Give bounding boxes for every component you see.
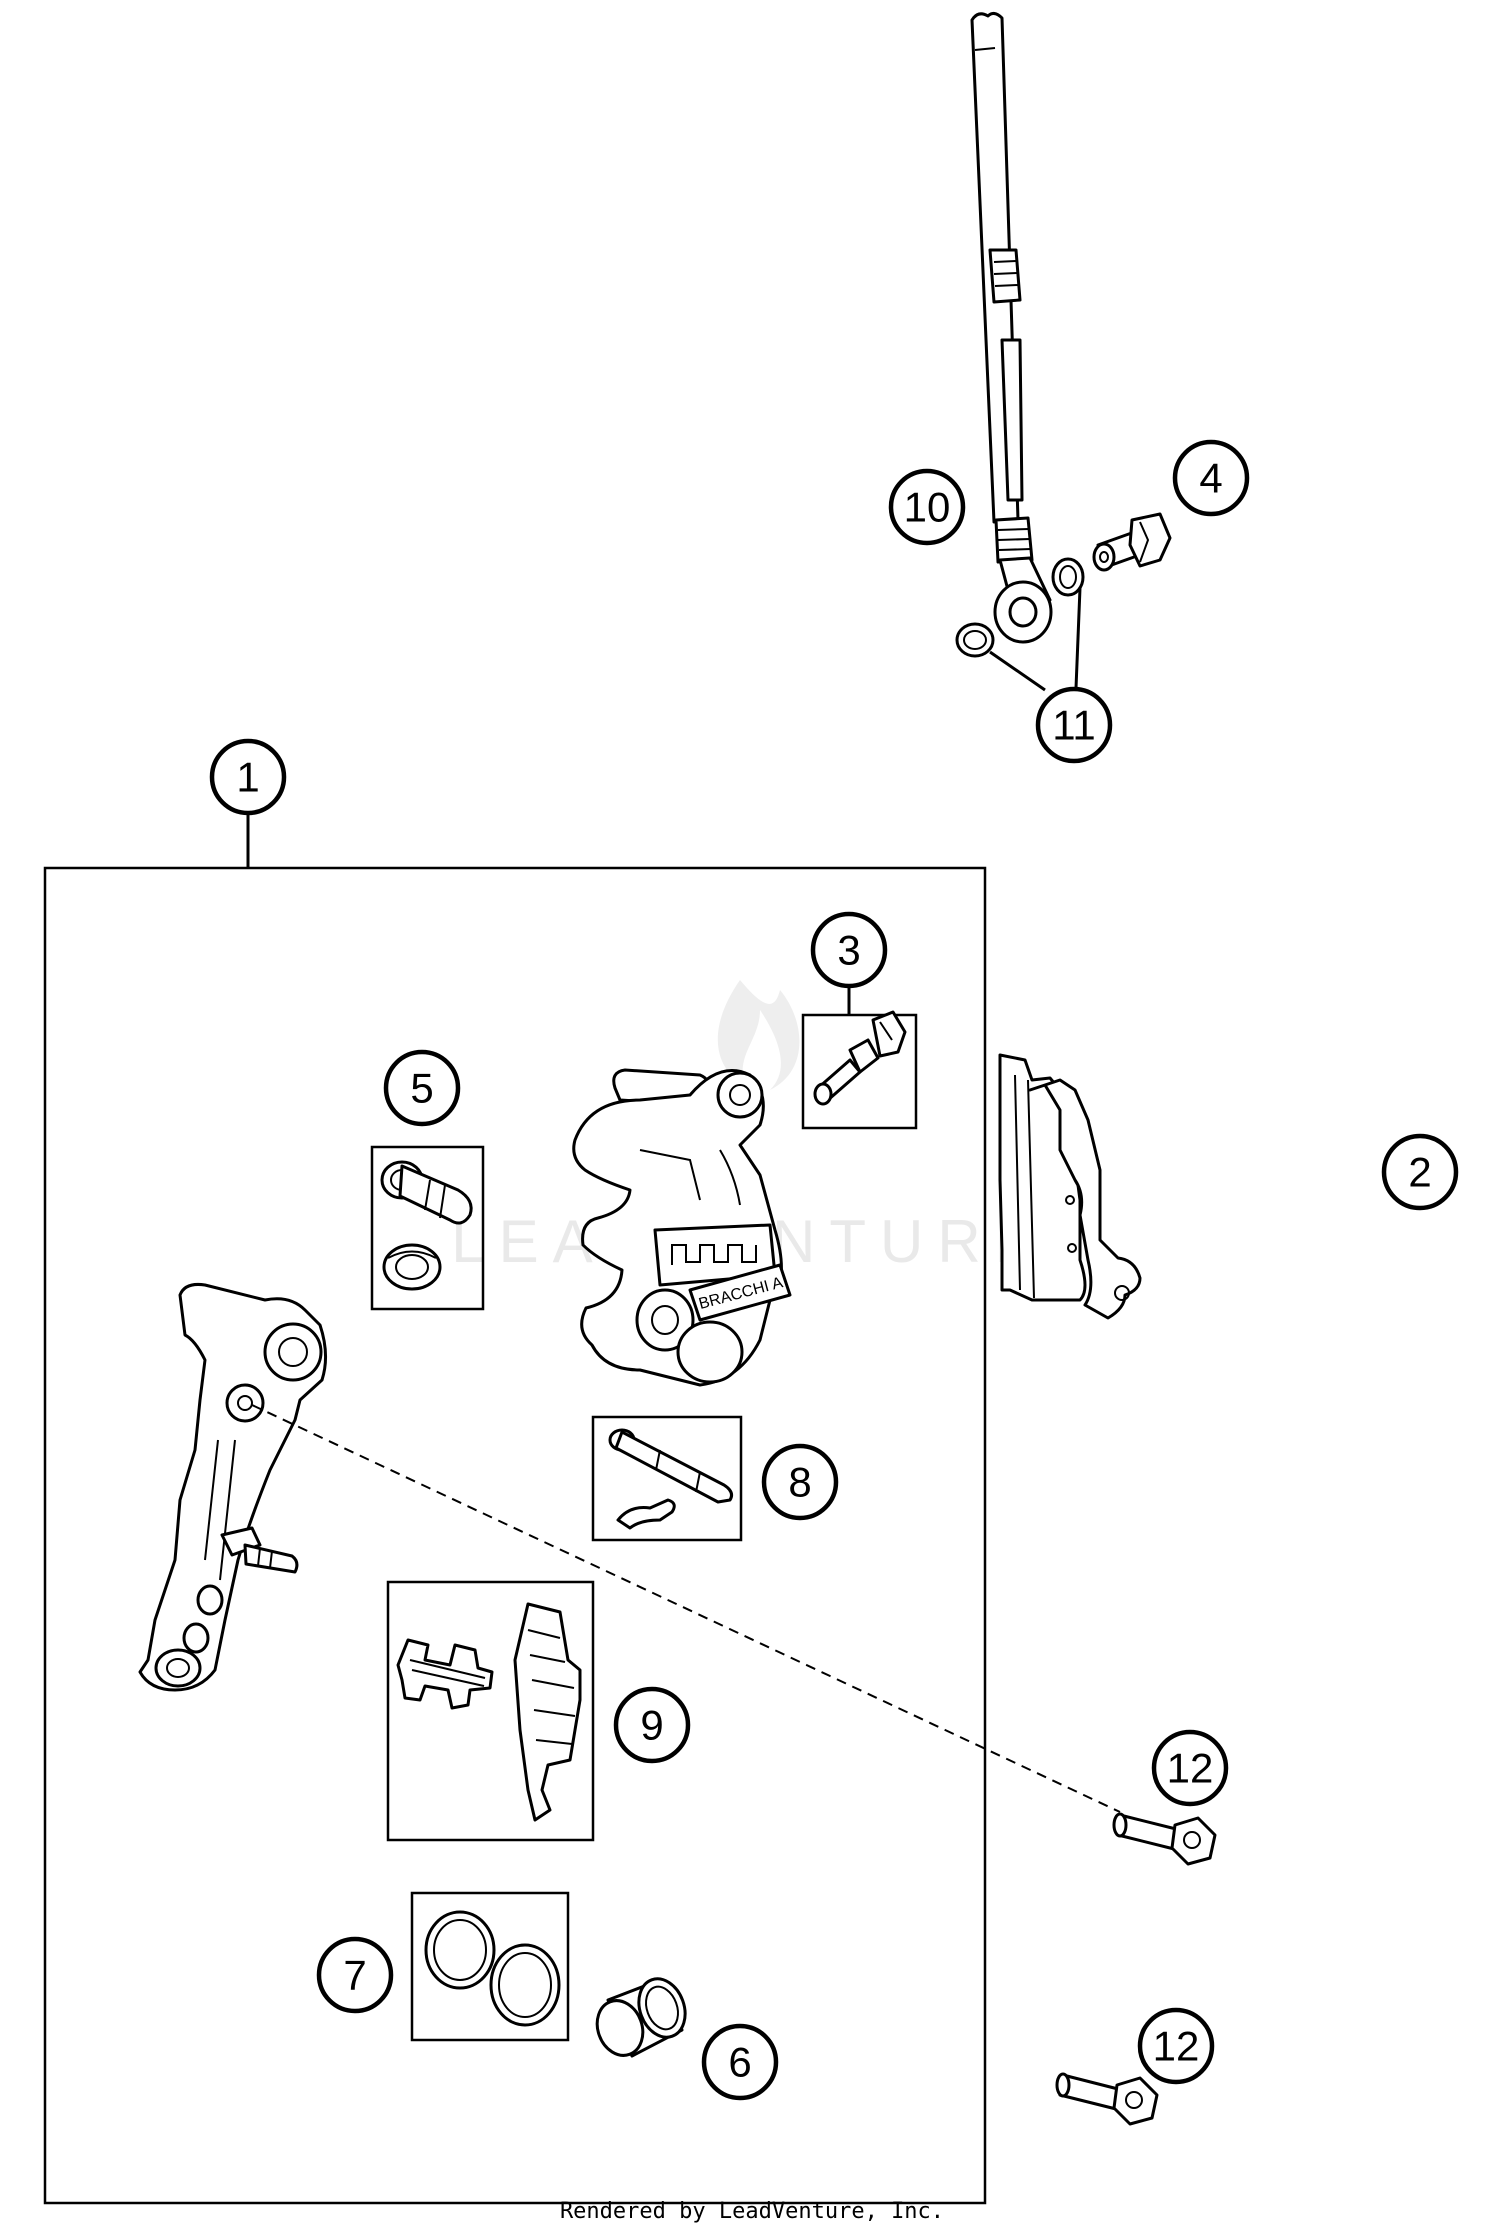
seal-rings-kit-box	[410, 1891, 570, 2042]
sealing-washers-part	[955, 557, 1085, 658]
callout-11: 11	[1035, 686, 1113, 764]
bleeder-valve-part	[813, 1010, 907, 1106]
svg-text:3: 3	[837, 927, 860, 974]
svg-text:2: 2	[1408, 1149, 1431, 1196]
piston-part	[595, 1977, 687, 2058]
svg-text:10: 10	[904, 484, 951, 531]
svg-text:4: 4	[1199, 455, 1222, 502]
pin-kit-box	[591, 1415, 743, 1542]
callout-6: 6	[701, 2023, 779, 2101]
banjo-bolt-part	[1092, 512, 1172, 572]
callout-11-leader	[989, 587, 1082, 692]
bolt-axis-dashed-line	[251, 1404, 1121, 1813]
callout-9: 9	[613, 1686, 691, 1764]
mounting-bolt-part-a	[1112, 1812, 1217, 1866]
mounting-bolt-part-b	[1055, 2072, 1159, 2126]
pad-spring-part	[396, 1602, 582, 1822]
footer-credit: Rendered by LeadVenture, Inc.	[560, 2199, 944, 2224]
caliper-kit-box	[43, 866, 987, 2205]
callout-7: 7	[316, 1936, 394, 2014]
pin-and-clip-part	[608, 1428, 733, 1530]
callout-4: 4	[1172, 439, 1250, 517]
callout-8: 8	[761, 1443, 839, 1521]
callout-12b: 12	[1137, 2007, 1215, 2085]
watermark-flame-icon	[717, 980, 800, 1090]
callout-1: 1	[209, 738, 287, 816]
svg-text:7: 7	[343, 1952, 366, 1999]
caliper-body-part: BRACCHI A	[572, 1068, 792, 1387]
svg-text:9: 9	[640, 1702, 663, 1749]
svg-text:1: 1	[236, 754, 259, 801]
callout-12a: 12	[1151, 1729, 1229, 1807]
dust-boot-part	[380, 1160, 473, 1291]
pad-spring-kit-box	[386, 1580, 595, 1842]
callout-2: 2	[1381, 1133, 1459, 1211]
svg-text:12: 12	[1167, 1745, 1214, 1792]
seal-kit-box	[370, 1145, 485, 1311]
bleeder-kit-box	[801, 1013, 918, 1130]
svg-text:5: 5	[410, 1065, 433, 1112]
svg-text:6: 6	[728, 2039, 751, 2086]
callout-3: 3	[810, 911, 888, 989]
callout-5: 5	[383, 1049, 461, 1127]
piston-seal-rings-part	[424, 1910, 561, 2027]
svg-text:11: 11	[1052, 702, 1096, 749]
brake-pads-part	[998, 1053, 1142, 1320]
brake-line-part	[970, 11, 1053, 644]
svg-text:12: 12	[1153, 2023, 1200, 2070]
callout-10: 10	[888, 468, 966, 546]
svg-text:8: 8	[788, 1459, 811, 1506]
caliper-bracket-part	[138, 1283, 327, 1692]
